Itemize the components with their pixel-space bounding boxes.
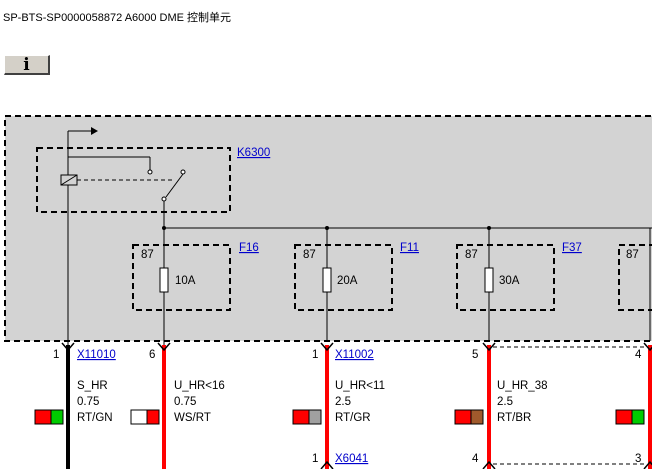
fuse-link-f37[interactable]: F37 (562, 242, 582, 254)
connector-link-x11010[interactable]: X11010 (77, 349, 116, 361)
wire-u-hr-38 (487, 345, 491, 469)
svg-text:U_HR<11: U_HR<11 (335, 380, 385, 392)
svg-text:U_HR_38: U_HR_38 (497, 380, 548, 392)
wire-color-swatch-2 (292, 409, 322, 425)
wire-4 (648, 345, 652, 469)
info-icon: i (23, 55, 30, 75)
fuse-box-f16 (132, 244, 231, 311)
connector-link-x11002[interactable]: X11002 (335, 349, 374, 361)
connector-pin: 6 (149, 349, 155, 361)
svg-text:2.5: 2.5 (497, 396, 513, 408)
info-button[interactable]: i (4, 55, 50, 75)
fuse-icon (322, 267, 332, 293)
fuse-pin: 87 (303, 249, 316, 261)
connector-pin: 4 (635, 349, 642, 361)
wire-label-u-hr-16: U_HR<16 0.75 WS/RT (174, 380, 225, 424)
fuse-pin: 87 (465, 249, 478, 261)
fuse-icon (159, 267, 169, 293)
fuse-icon (484, 267, 494, 293)
svg-text:WS/RT: WS/RT (174, 412, 211, 424)
wire-s-hr (66, 345, 70, 469)
relay-box (36, 147, 231, 213)
svg-text:RT/BR: RT/BR (497, 412, 531, 424)
fuse-box-f37 (456, 244, 555, 311)
wire-label-u-hr-38: U_HR_38 2.5 RT/BR (497, 380, 548, 424)
wire-u-hr-11 (325, 345, 329, 469)
svg-text:RT/GN: RT/GN (77, 412, 113, 424)
svg-text:S_HR: S_HR (77, 380, 108, 392)
page-title: SP-BTS-SP0000058872 A6000 DME 控制单元 (3, 12, 232, 24)
wire-color-swatch-4 (615, 409, 645, 425)
wire-color-swatch-3 (454, 409, 484, 425)
connector-link-x6041[interactable]: X6041 (335, 453, 368, 465)
svg-text:U_HR<16: U_HR<16 (174, 380, 225, 392)
connector-pin: 4 (472, 453, 479, 465)
wire-u-hr-16 (162, 345, 166, 469)
fuse-link-f16[interactable]: F16 (239, 242, 259, 254)
wire-color-swatch-0 (34, 409, 64, 425)
connector-pin: 5 (472, 349, 478, 361)
fuse-pin: 87 (141, 249, 154, 261)
wire-label-u-hr-11: U_HR<11 2.5 RT/GR (335, 380, 385, 424)
fuse-box-4 (618, 244, 652, 311)
fuse-link-f11[interactable]: F11 (400, 242, 419, 254)
fuse-rating: 20A (337, 275, 358, 287)
svg-text:2.5: 2.5 (335, 396, 351, 408)
connector-markers (61, 342, 652, 469)
relay-link[interactable]: K6300 (237, 147, 270, 159)
svg-text:RT/GR: RT/GR (335, 412, 371, 424)
svg-text:0.75: 0.75 (77, 396, 99, 408)
fuse-box-f11 (294, 244, 393, 311)
connector-pin: 3 (635, 453, 641, 465)
connector-pin: 1 (53, 349, 59, 361)
wire-label-s-hr: S_HR 0.75 RT/GN (77, 380, 113, 424)
connector-pin: 1 (312, 453, 318, 465)
relay-coil-icon (60, 156, 172, 186)
wire-color-swatch-1 (130, 409, 160, 425)
fuse-pin: 87 (626, 249, 639, 261)
connector-pin: 1 (312, 349, 318, 361)
svg-text:0.75: 0.75 (174, 396, 196, 408)
fuse-rating: 10A (175, 275, 196, 287)
fuse-rating: 30A (499, 275, 520, 287)
